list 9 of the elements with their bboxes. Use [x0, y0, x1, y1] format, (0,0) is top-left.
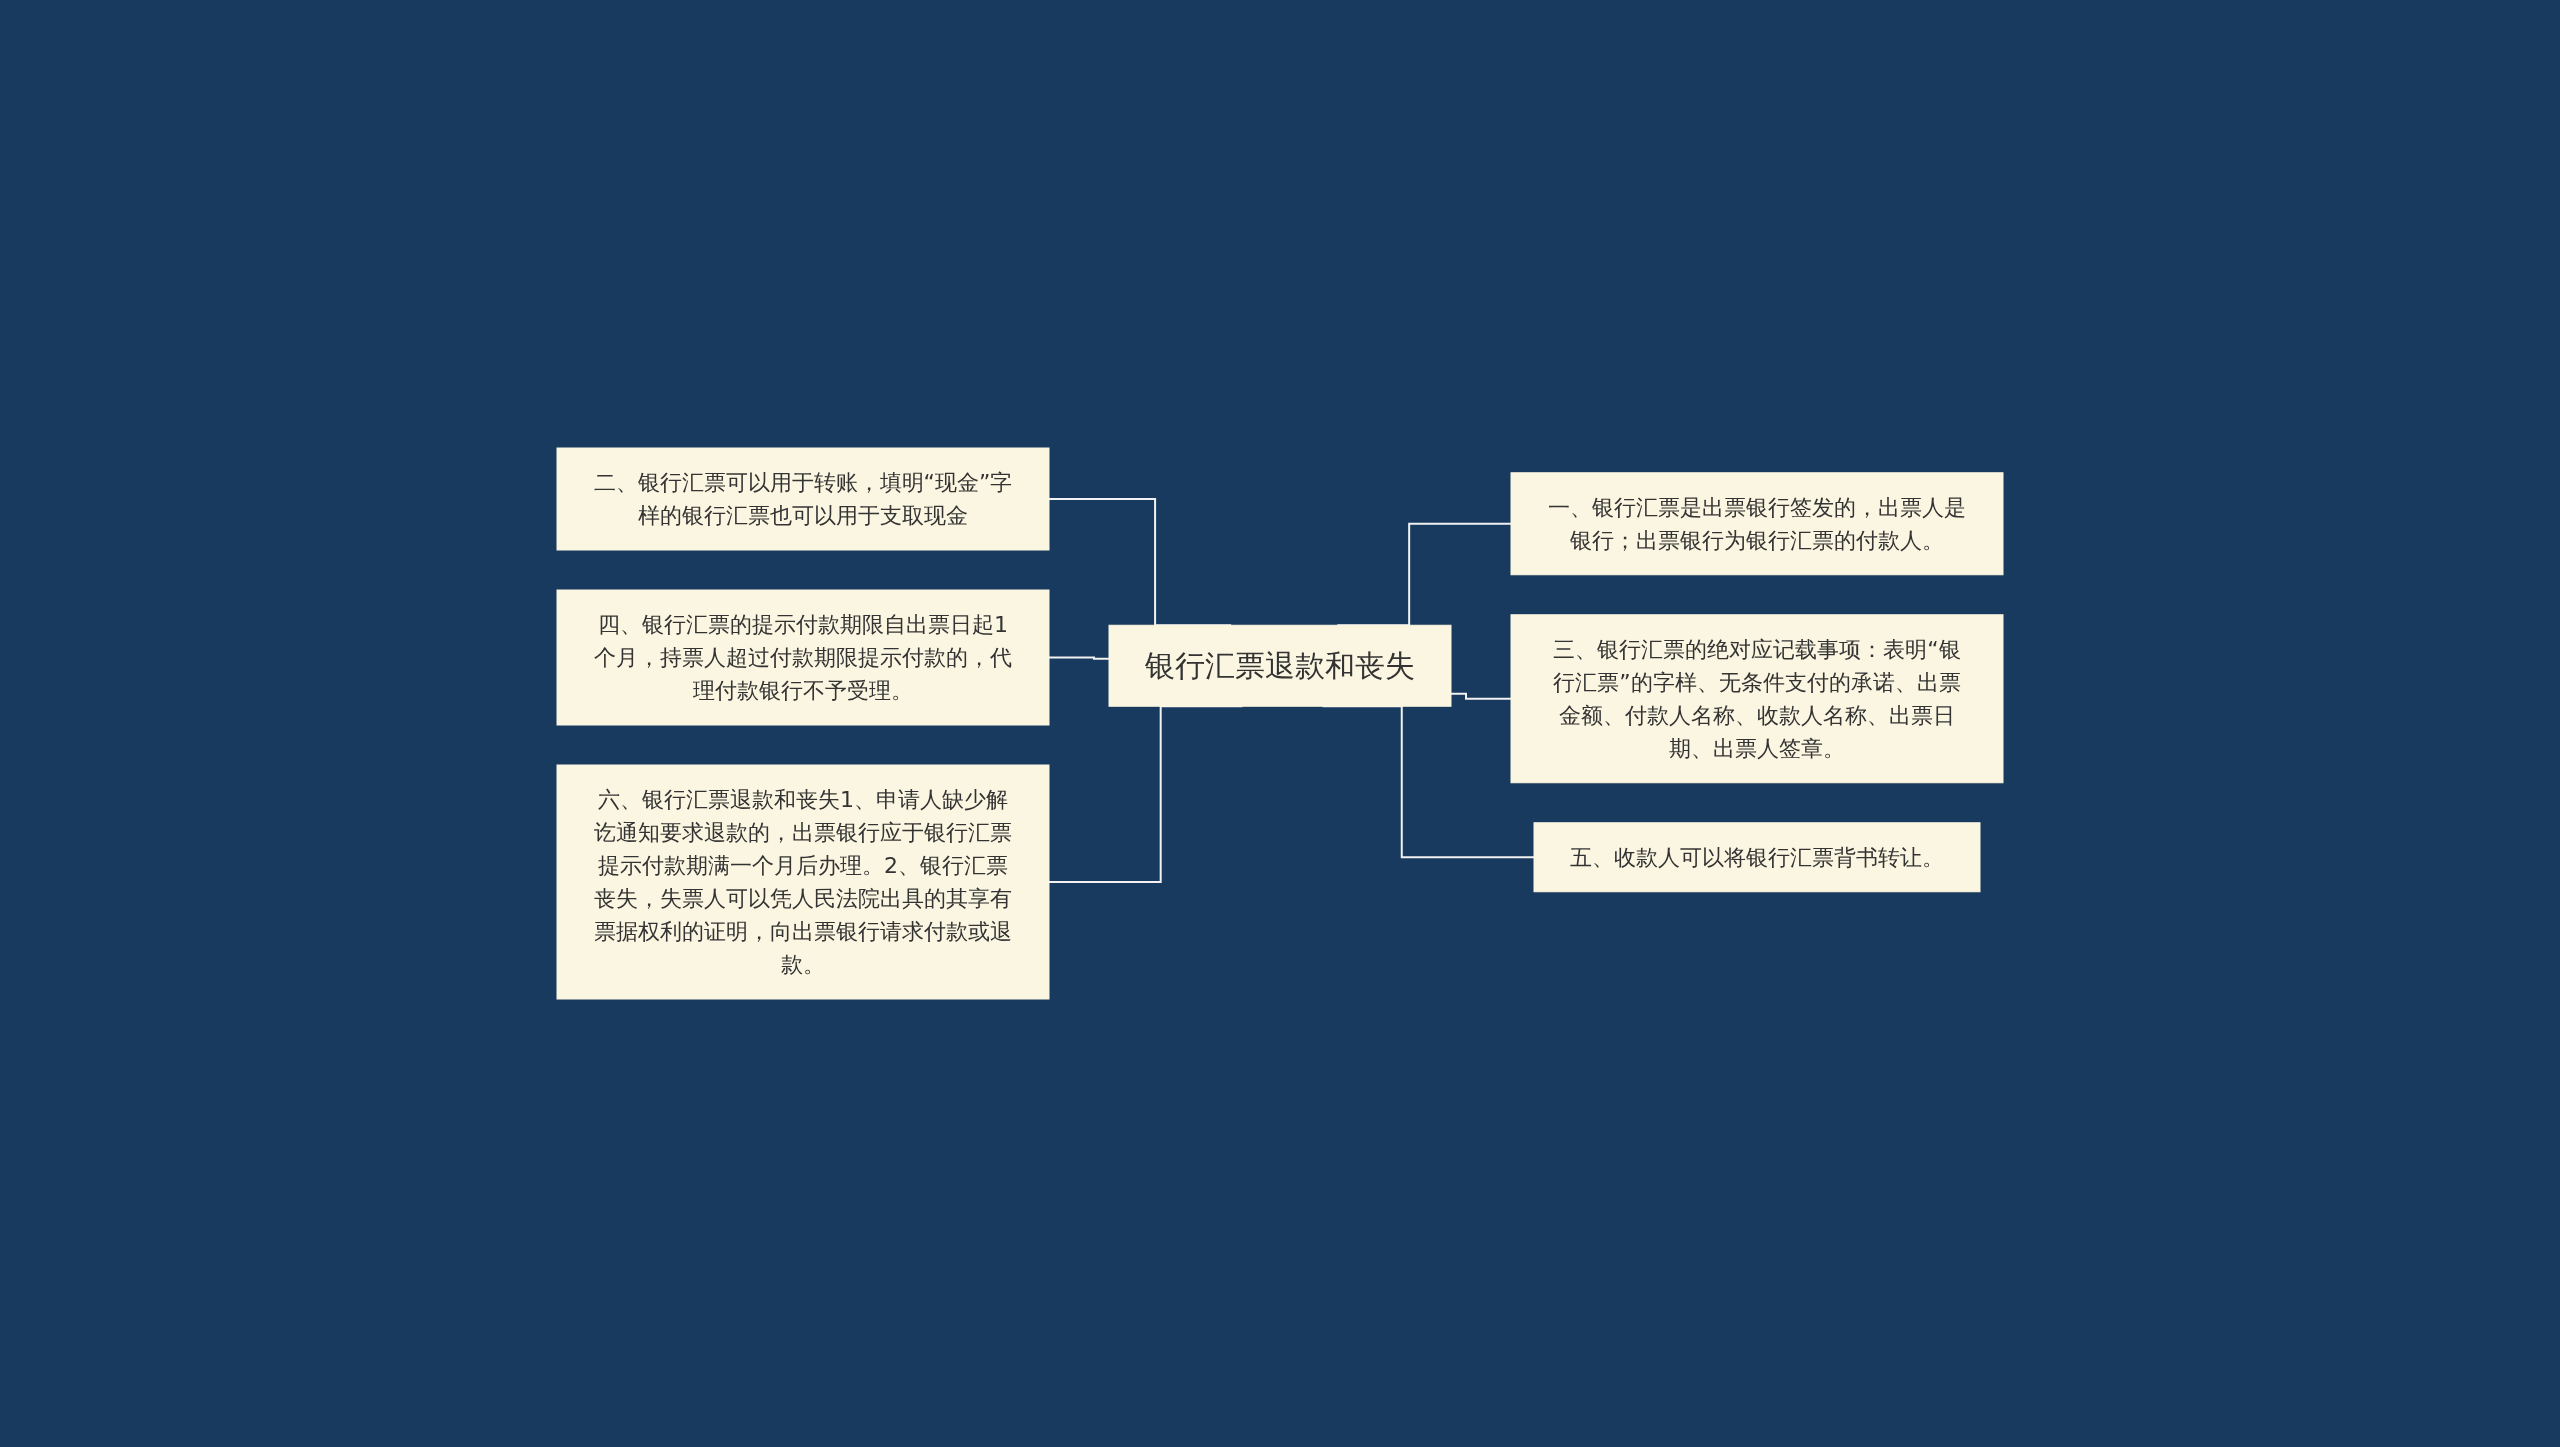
node-box: 三、银行汇票的绝对应记载事项：表明“银行汇票”的字样、无条件支付的承诺、出票金额、付款人名称、收款人名称、出票日期、出票人签章。 [1510, 614, 2004, 784]
node-box: 六、银行汇票退款和丧失1、申请人缺少解讫通知要求退款的，出票银行应于银行汇票提示付款期满一个月后办理。2、银行汇票丧失，失票人可以凭人民法院出具的其享有票据权利的证明，向出票银行请求付款或退款。 [556, 764, 1050, 1000]
node-box: 四、银行汇票的提示付款期限自出票日起1个月，持票人超过付款期限提示付款的，代理付款银行不予受理。 [556, 589, 1050, 726]
node-box: 银行汇票退款和丧失 [1108, 624, 1452, 707]
connector [1048, 656, 1110, 660]
connector [1450, 692, 1512, 700]
node-box: 二、银行汇票可以用于转账，填明“现金”字样的银行汇票也可以用于支取现金 [556, 447, 1050, 551]
node-box: 五、收款人可以将银行汇票背书转让。 [1533, 822, 1981, 893]
node-box: 一、银行汇票是出票银行签发的，出票人是银行；出票银行为银行汇票的付款人。 [1510, 472, 2004, 576]
